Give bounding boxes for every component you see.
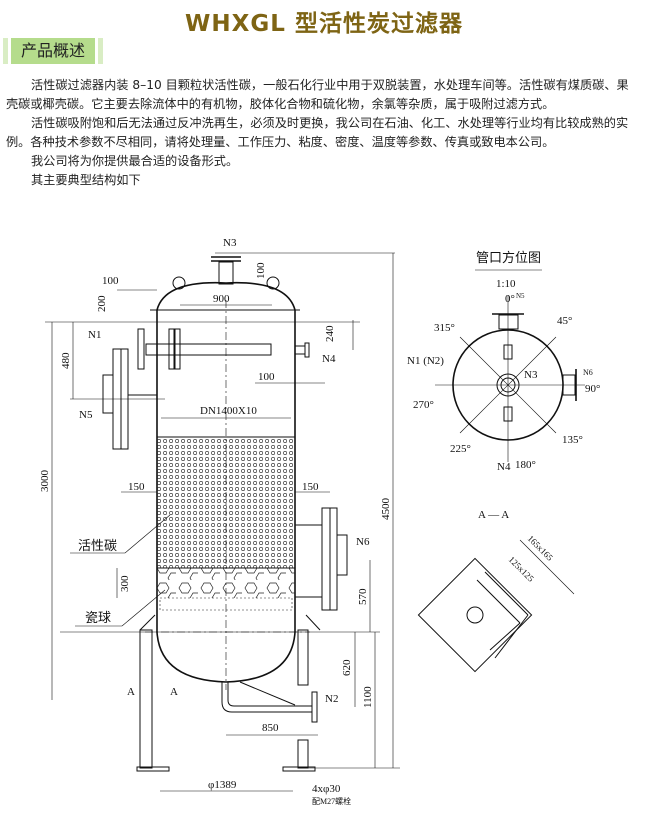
dim-1100: 1100 xyxy=(362,686,374,708)
label-activated-carbon: 活性碳 xyxy=(78,538,117,553)
label-ceramic-balls: 瓷球 xyxy=(85,610,111,625)
dim-570: 570 xyxy=(357,588,369,605)
orientation-n3: N3 xyxy=(524,369,538,381)
paragraph: 我公司将为你提供最合适的设备形式。 xyxy=(31,154,239,168)
orientation-n4: N4 xyxy=(497,461,511,473)
dim-100: 100 xyxy=(102,275,119,287)
angle-270: 270° xyxy=(413,399,434,411)
nozzle-n4-label: N4 xyxy=(322,353,336,365)
dim-100-n4: 100 xyxy=(258,371,275,383)
nozzle-orientation-diagram: 管口方位图 1:10 0° N5 45° 315° N1 (N2) N3 N6 … xyxy=(407,250,600,473)
dim-200: 200 xyxy=(96,295,108,312)
dim-900: 900 xyxy=(213,293,230,305)
angle-90: 90° xyxy=(585,383,600,395)
paragraph: 活性碳吸附饱和后无法通过反冲洗再生，必须及时更换，我公司在石油、化工、水处理等行… xyxy=(6,116,629,149)
angle-size-125: 125x125 xyxy=(507,554,537,584)
dim-240: 240 xyxy=(324,325,336,342)
dim-1389: φ1389 xyxy=(208,779,237,791)
angle-180: 180° xyxy=(515,459,536,471)
dim-bolt-holes: 4xφ30 xyxy=(312,783,341,795)
bolt-note: 配M27螺栓 xyxy=(312,796,351,806)
dim-300: 300 xyxy=(119,575,131,592)
dim-850: 850 xyxy=(262,722,279,734)
paragraph: 活性碳过滤器内装 8–10 目颗粒状活性碳，一般石化行业中用于双脱装置，水处理车… xyxy=(6,78,629,111)
dimensions: N3 100 200 900 100 240 N1 N4 100 480 N5 … xyxy=(39,237,400,806)
angle-0: 0° xyxy=(505,293,515,305)
dim-480: 480 xyxy=(60,352,72,369)
vessel-elevation xyxy=(102,256,348,772)
section-a-a: A — A 165x165 125x125 xyxy=(417,509,575,673)
angle-225: 225° xyxy=(450,443,471,455)
section-tab: 产品概述 xyxy=(3,38,104,64)
orientation-title: 管口方位图 xyxy=(476,250,541,265)
nozzle-n6-label: N6 xyxy=(356,536,370,548)
nozzle-n3-label: N3 xyxy=(223,237,237,249)
dim-150-right: 150 xyxy=(302,481,319,493)
paragraph: 其主要典型结构如下 xyxy=(31,173,141,187)
dim-100-n3: 100 xyxy=(255,262,267,279)
orientation-n5: N5 xyxy=(516,292,525,300)
dim-diameter: DN1400X10 xyxy=(200,405,257,417)
angle-315: 315° xyxy=(434,322,455,334)
orientation-scale: 1:10 xyxy=(496,278,516,290)
section-mark-a: A xyxy=(170,686,178,698)
angle-45: 45° xyxy=(557,315,572,327)
orientation-n6: N6 xyxy=(583,368,593,377)
overview-text: 活性碳过滤器内装 8–10 目颗粒状活性碳，一般石化行业中用于双脱装置，水处理车… xyxy=(6,76,640,190)
orientation-n1-n2: N1 (N2) xyxy=(407,355,444,367)
dim-620: 620 xyxy=(341,659,353,676)
section-heading: 产品概述 xyxy=(11,38,96,64)
dim-3000: 3000 xyxy=(39,470,51,493)
dim-4500: 4500 xyxy=(380,498,392,521)
dim-150-left: 150 xyxy=(128,481,145,493)
angle-135: 135° xyxy=(562,434,583,446)
section-title: A — A xyxy=(478,509,509,521)
nozzle-n1-label: N1 xyxy=(88,329,101,341)
nozzle-n5-label: N5 xyxy=(79,409,93,421)
nozzle-n2-label: N2 xyxy=(325,693,338,705)
section-mark-a: A xyxy=(127,686,135,698)
page-title: WHXGL 型活性炭过滤器 xyxy=(185,11,463,37)
angle-size-165: 165x165 xyxy=(526,533,556,563)
